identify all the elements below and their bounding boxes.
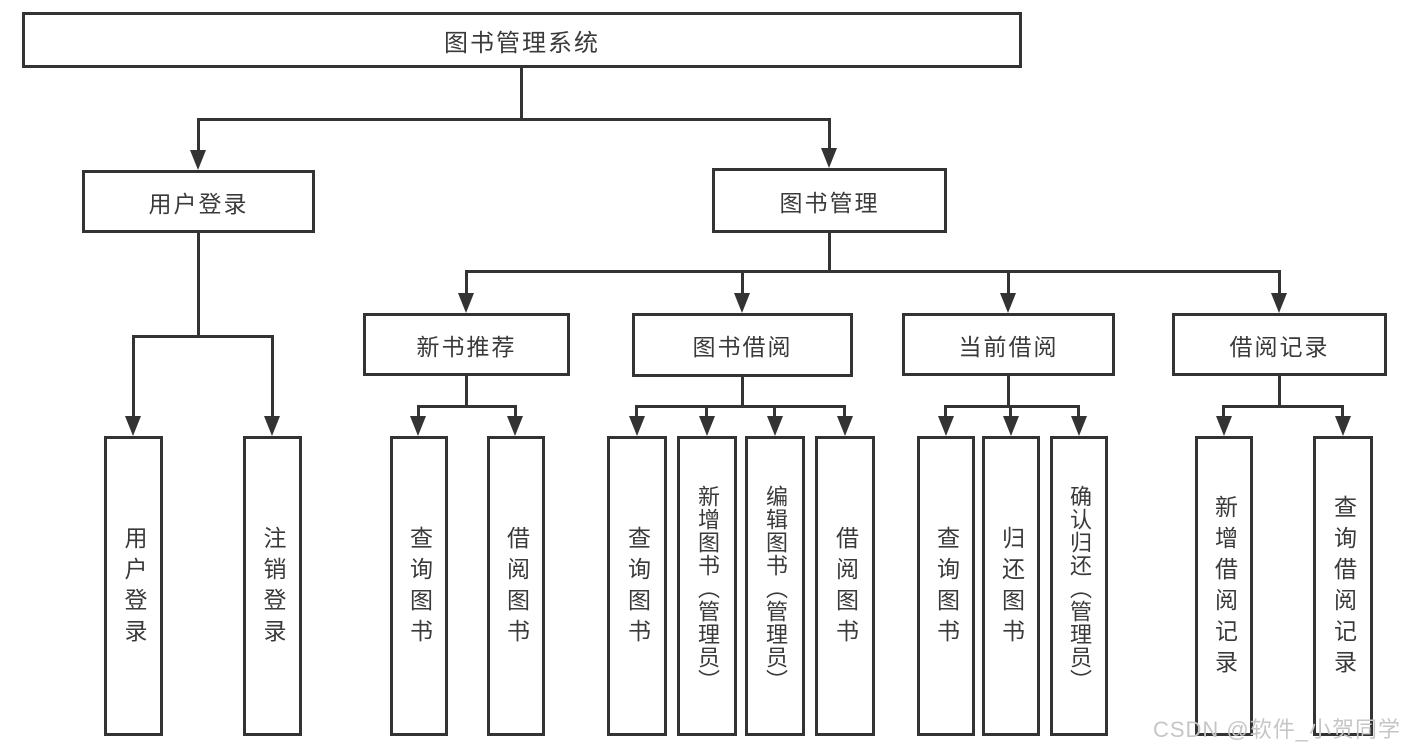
- arrow-into-leaf-b2: [507, 416, 523, 436]
- connector-record-bar: [1222, 405, 1344, 408]
- connector-leaf-d3-stem: [1077, 405, 1080, 423]
- node-new-book-recommend: 新书推荐: [363, 313, 570, 376]
- arrow-into-leaf-e1: [1216, 416, 1232, 436]
- connector-leaf-d1-stem: [944, 405, 947, 423]
- leaf-edit-book-admin: 编辑图书（管理员）: [745, 436, 805, 736]
- connector-new-book-stem: [465, 270, 468, 300]
- connector-user-login-stem: [197, 118, 200, 158]
- arrow-into-leaf-c1: [629, 416, 645, 436]
- connector-level2-bar: [197, 118, 831, 121]
- leaf-add-borrow-record: 新增借阅记录: [1195, 436, 1253, 736]
- connector-current-bar: [944, 405, 1080, 408]
- connector-leaf-a2-stem: [271, 335, 274, 423]
- node-library-management-system: 图书管理系统: [22, 12, 1022, 68]
- connector-leaf-a1-stem: [132, 335, 135, 423]
- connector-leaf-c3-stem: [773, 405, 776, 423]
- connector-leaf-b2-stem: [514, 405, 517, 423]
- connector-root-stem: [520, 67, 523, 118]
- connector-borrow-down: [741, 377, 744, 405]
- connector-user-login-bar: [132, 335, 274, 338]
- node-borrow-record: 借阅记录: [1172, 313, 1387, 376]
- leaf-confirm-return-admin: 确认归还（管理员）: [1050, 436, 1108, 736]
- connector-leaf-d2-stem: [1009, 405, 1012, 423]
- arrow-into-user-login: [190, 150, 206, 170]
- arrow-into-record: [1271, 293, 1287, 313]
- connector-leaf-c2-stem: [705, 405, 708, 423]
- connector-new-book-bar: [417, 405, 517, 408]
- arrow-into-leaf-a1: [125, 416, 141, 436]
- arrow-into-current: [1000, 293, 1016, 313]
- connector-user-login-down: [197, 232, 200, 335]
- arrow-into-new-book: [458, 293, 474, 313]
- connector-leaf-c4-stem: [843, 405, 846, 423]
- connector-leaf-e1-stem: [1222, 405, 1225, 423]
- arrow-into-leaf-d2: [1003, 416, 1019, 436]
- node-current-borrow: 当前借阅: [902, 313, 1115, 376]
- leaf-query-book-3: 查询图书: [917, 436, 975, 736]
- arrow-into-leaf-e2: [1335, 416, 1351, 436]
- watermark: CSDN @软件_小贺同学: [1152, 717, 1401, 742]
- connector-current-down: [1007, 376, 1010, 405]
- connector-leaf-b1-stem: [417, 405, 420, 423]
- node-user-login: 用户登录: [82, 170, 315, 233]
- leaf-query-borrow-record: 查询借阅记录: [1313, 436, 1373, 736]
- leaf-logout: 注销登录: [243, 436, 302, 736]
- node-book-borrow: 图书借阅: [632, 313, 853, 377]
- leaf-query-book-1: 查询图书: [390, 436, 448, 736]
- node-book-management: 图书管理: [712, 168, 947, 233]
- leaf-add-book-admin: 新增图书（管理员）: [677, 436, 737, 736]
- arrow-into-borrow: [734, 293, 750, 313]
- connector-new-book-down: [465, 376, 468, 405]
- connector-borrow-stem: [741, 270, 744, 300]
- arrow-into-leaf-c4: [837, 416, 853, 436]
- connector-leaf-e2-stem: [1341, 405, 1344, 423]
- arrow-into-leaf-b1: [410, 416, 426, 436]
- connector-book-mgmt-down: [828, 233, 831, 270]
- arrow-into-leaf-d3: [1071, 416, 1087, 436]
- arrow-into-leaf-c2: [699, 416, 715, 436]
- connector-record-stem: [1278, 270, 1281, 300]
- connector-level3-bar: [465, 270, 1281, 273]
- arrow-into-leaf-a2: [264, 416, 280, 436]
- connector-leaf-c1-stem: [635, 405, 638, 423]
- connector-borrow-bar: [635, 405, 846, 408]
- connector-book-mgmt-stem: [828, 118, 831, 156]
- leaf-query-book-2: 查询图书: [607, 436, 667, 736]
- leaf-borrow-book-1: 借阅图书: [487, 436, 545, 736]
- leaf-user-login: 用户登录: [104, 436, 163, 736]
- leaf-borrow-book-2: 借阅图书: [815, 436, 875, 736]
- arrow-into-book-mgmt: [821, 148, 837, 168]
- connector-record-down: [1278, 376, 1281, 405]
- connector-current-stem: [1007, 270, 1010, 300]
- arrow-into-leaf-c3: [767, 416, 783, 436]
- leaf-return-book: 归还图书: [982, 436, 1040, 736]
- arrow-into-leaf-d1: [938, 416, 954, 436]
